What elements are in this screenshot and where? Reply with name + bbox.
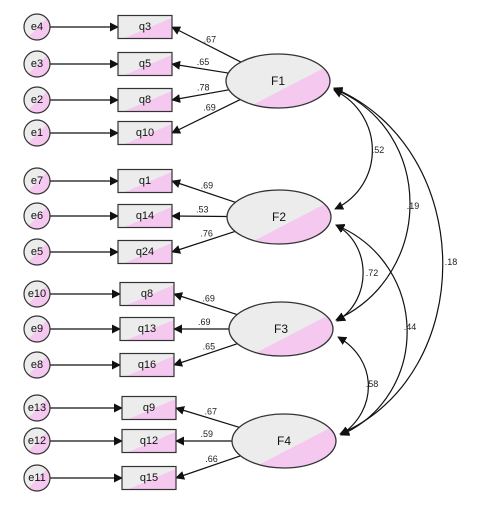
- error-term-e1: e1: [23, 119, 51, 147]
- correlation-arc-F3-F4: [337, 336, 369, 436]
- loading-value: .69: [202, 293, 215, 303]
- indicator-q5: q5: [117, 51, 173, 77]
- loading-path-q1: [171, 179, 236, 203]
- loading-value: .69: [198, 317, 211, 327]
- correlation-arc-F2-F4: [335, 224, 408, 436]
- indicator-q12: q12: [121, 428, 177, 454]
- indicator-q14: q14: [117, 203, 173, 229]
- loading-path-q10: [171, 99, 241, 134]
- loading-value: .66: [205, 454, 218, 464]
- indicator-label: q24: [136, 246, 154, 258]
- loading-value: .67: [204, 407, 217, 417]
- error-label: e5: [31, 246, 43, 258]
- error-term-e11: e11: [23, 464, 51, 492]
- error-label: e9: [31, 323, 43, 335]
- loading-path-q8a: [171, 89, 229, 104]
- indicator-label: q3: [139, 21, 151, 33]
- correlation-value: .52: [372, 145, 385, 155]
- loading-value: .76: [200, 229, 213, 239]
- indicator-q3: q3: [117, 14, 173, 40]
- indicator-label: q12: [140, 435, 158, 447]
- error-term-e10: e10: [23, 280, 51, 308]
- indicator-q15: q15: [121, 465, 177, 491]
- error-term-e9: e9: [23, 315, 51, 343]
- indicator-q24: q24: [117, 239, 173, 265]
- indicator-label: q13: [138, 323, 156, 335]
- error-term-e6: e6: [23, 202, 51, 230]
- error-term-e8: e8: [23, 351, 51, 379]
- error-term-e13: e13: [23, 394, 51, 422]
- error-label: e7: [31, 175, 43, 187]
- error-term-e2: e2: [23, 86, 51, 114]
- latent-factor-F4: F4: [231, 413, 337, 469]
- correlation-arc-F1-F3: [333, 87, 411, 321]
- loading-value: .67: [204, 34, 217, 44]
- correlation-value: .18: [445, 257, 458, 267]
- loading-path-q3: [171, 26, 242, 63]
- loading-value: .65: [197, 57, 210, 67]
- indicator-q16: q16: [119, 352, 175, 378]
- correlation-value: .72: [366, 268, 379, 278]
- indicator-q9: q9: [121, 395, 177, 421]
- indicator-label: q8: [141, 288, 153, 300]
- indicator-label: q5: [139, 58, 151, 70]
- error-label: e3: [31, 58, 43, 70]
- indicator-label: q15: [140, 472, 158, 484]
- error-term-e4: e4: [23, 13, 51, 41]
- indicator-q8b: q8: [119, 281, 175, 307]
- indicator-q10: q10: [117, 120, 173, 146]
- error-label: e12: [28, 435, 46, 447]
- factor-label: F1: [271, 74, 285, 88]
- indicator-q13: q13: [119, 316, 175, 342]
- loading-path-q14: [171, 211, 228, 221]
- error-label: e1: [31, 127, 43, 139]
- indicator-label: q14: [136, 210, 154, 222]
- loading-value: .69: [201, 181, 214, 191]
- indicator-label: q9: [143, 402, 155, 414]
- error-label: e2: [31, 94, 43, 106]
- error-term-e5: e5: [23, 238, 51, 266]
- error-label: e8: [31, 359, 43, 371]
- loading-value: .78: [197, 82, 210, 92]
- correlation-value: .44: [404, 322, 417, 332]
- error-label: e10: [28, 288, 46, 300]
- indicator-label: q8: [139, 94, 151, 106]
- error-term-e3: e3: [23, 50, 51, 78]
- error-label: e11: [28, 472, 46, 484]
- error-label: e13: [28, 402, 46, 414]
- correlation-value: .19: [407, 201, 420, 211]
- factor-label: F3: [274, 322, 288, 336]
- latent-factor-F2: F2: [226, 189, 332, 245]
- loading-value: .65: [203, 341, 216, 351]
- loading-path-q16: [173, 343, 238, 367]
- correlation-arc-F1-F4: [333, 87, 444, 435]
- indicator-label: q16: [138, 359, 156, 371]
- error-label: e6: [31, 210, 43, 222]
- loading-path-q9: [175, 406, 240, 428]
- factor-label: F2: [272, 210, 286, 224]
- indicator-label: q1: [139, 175, 151, 187]
- indicator-q8a: q8: [117, 87, 173, 113]
- latent-factor-F1: F1: [225, 53, 331, 109]
- error-label: e4: [31, 21, 43, 33]
- loading-path-q15: [175, 455, 241, 480]
- loading-path-q8b: [173, 292, 238, 316]
- error-term-e7: e7: [23, 167, 51, 195]
- factor-label: F4: [277, 434, 291, 448]
- loading-value: .59: [201, 429, 214, 439]
- correlation-value: .58: [366, 379, 379, 389]
- latent-factor-F3: F3: [228, 301, 334, 357]
- indicator-q1: q1: [117, 168, 173, 194]
- indicator-label: q10: [136, 127, 154, 139]
- correlation-arc-F1-F2: [333, 89, 373, 210]
- loading-path-q24: [171, 230, 236, 254]
- loading-path-q5: [171, 60, 229, 74]
- error-term-e12: e12: [23, 427, 51, 455]
- loading-value: .53: [196, 204, 209, 214]
- loading-value: .69: [203, 103, 216, 113]
